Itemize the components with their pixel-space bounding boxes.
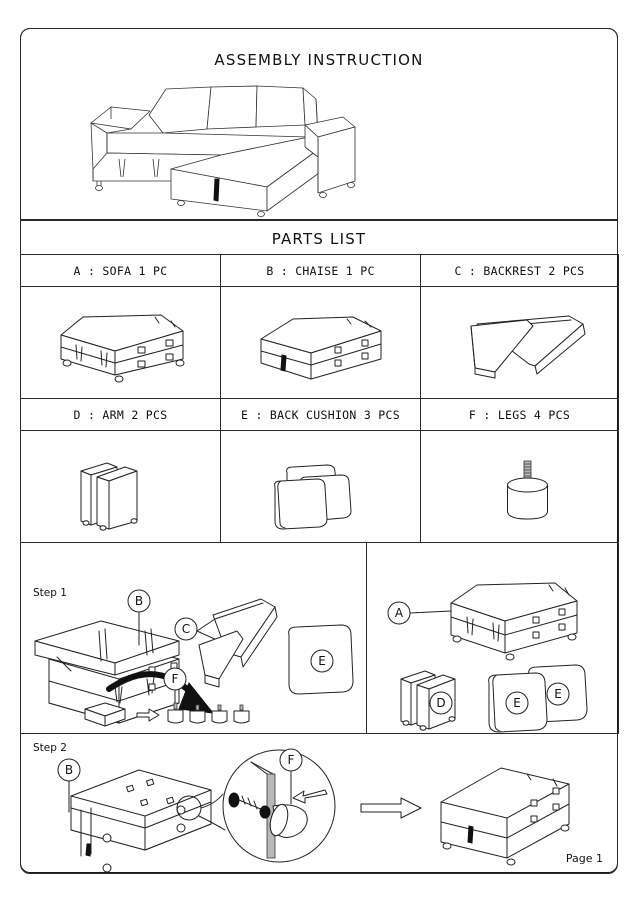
step-2-illustration: B xyxy=(29,746,609,872)
parts-label-a: A : SOFA 1 PC xyxy=(73,264,168,278)
svg-text:B: B xyxy=(65,763,73,777)
backrest-part-icon xyxy=(449,312,597,384)
svg-text:E: E xyxy=(513,696,521,710)
parts-label-d: D : ARM 2 PCS xyxy=(73,408,168,422)
leg-part-icon xyxy=(499,453,559,529)
step-2-label: Step 2 xyxy=(33,742,67,754)
parts-cell-image-f xyxy=(420,430,619,543)
svg-text:C: C xyxy=(182,622,190,636)
step-1-panel: Step 1 xyxy=(20,542,367,734)
step-1-label: Step 1 xyxy=(33,587,67,599)
page-title: ASSEMBLY INSTRUCTION xyxy=(214,51,424,69)
parts-label-f: F : LEGS 4 PCS xyxy=(468,408,571,422)
svg-text:D: D xyxy=(436,696,445,710)
step-1-illustration: C E B xyxy=(27,563,367,733)
parts-cell-label-b: B : CHAISE 1 PC xyxy=(220,254,421,287)
parts-cell-label-a: A : SOFA 1 PC xyxy=(20,254,221,287)
svg-text:B: B xyxy=(135,594,143,608)
svg-text:F: F xyxy=(288,753,295,767)
cushion-part-icon xyxy=(251,453,391,535)
parts-label-c: C : BACKREST 2 PCS xyxy=(454,264,585,278)
parts-cell-image-b xyxy=(220,286,421,399)
parts-cell-label-c: C : BACKREST 2 PCS xyxy=(420,254,619,287)
sofa-base-part-icon xyxy=(43,309,203,387)
step-2-panel: Step 2 Page 1 xyxy=(20,733,618,874)
parts-label-e: E : BACK CUSHION 3 PCS xyxy=(241,408,400,422)
page-number: Page 1 xyxy=(565,852,603,865)
svg-text:E: E xyxy=(554,687,562,701)
svg-text:E: E xyxy=(318,654,326,668)
parts-cell-label-d: D : ARM 2 PCS xyxy=(20,398,221,431)
parts-cell-image-d xyxy=(20,430,221,543)
title-band: ASSEMBLY INSTRUCTION xyxy=(20,28,618,220)
svg-text:A: A xyxy=(395,606,404,620)
step-1-parts-illustration: A xyxy=(377,557,613,733)
chaise-part-icon xyxy=(249,309,399,387)
arm-part-icon xyxy=(73,449,173,531)
instruction-sheet: ASSEMBLY INSTRUCTION xyxy=(20,28,619,874)
parts-cell-label-f: F : LEGS 4 PCS xyxy=(420,398,619,431)
parts-cell-image-a xyxy=(20,286,221,399)
parts-cell-label-e: E : BACK CUSHION 3 PCS xyxy=(220,398,421,431)
svg-text:F: F xyxy=(172,672,179,686)
step-1-parts-panel: A xyxy=(366,542,619,734)
parts-list-title: PARTS LIST xyxy=(271,230,367,248)
parts-label-b: B : CHAISE 1 PC xyxy=(266,264,375,278)
parts-list-title-band: PARTS LIST xyxy=(20,220,618,255)
hero-sofa-illustration xyxy=(71,77,361,217)
parts-cell-image-c xyxy=(420,286,619,399)
parts-cell-image-e xyxy=(220,430,421,543)
